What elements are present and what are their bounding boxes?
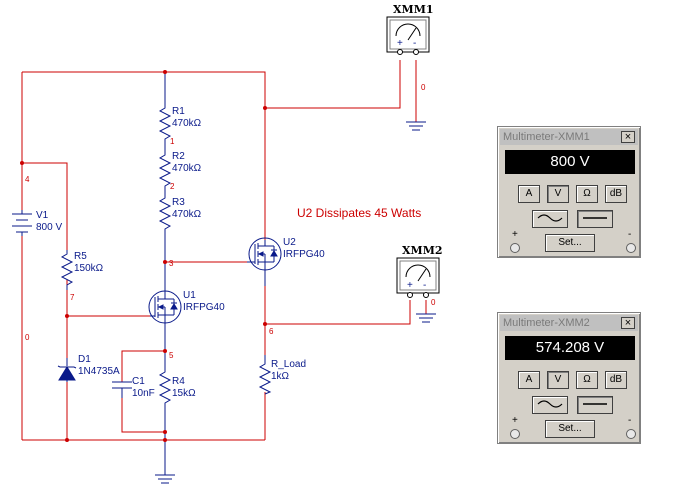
node-6-label: 6: [269, 327, 274, 336]
xmm1-plus-sign: +: [397, 38, 403, 49]
rload-value: 1kΩ: [271, 371, 290, 382]
r5-name: R5: [74, 251, 87, 262]
xmm2-label: XMM2: [402, 244, 443, 257]
plus-terminal-label: +: [512, 415, 518, 426]
mode-a-button[interactable]: A: [518, 371, 540, 389]
ac-wave-button[interactable]: [532, 210, 568, 228]
node-7-label: 7: [70, 293, 75, 302]
node-0-label-left: 0: [25, 333, 30, 342]
minus-terminal-label: -: [628, 415, 632, 426]
r3-value: 470kΩ: [172, 209, 202, 220]
dc-line-icon: [583, 403, 607, 405]
mode-ohm-button[interactable]: Ω: [576, 185, 598, 203]
r2-value: 470kΩ: [172, 163, 202, 174]
mode-v-button[interactable]: V: [547, 185, 569, 203]
minus-terminal[interactable]: [626, 429, 636, 439]
r1-name: R1: [172, 106, 185, 117]
node-0-label-xmm2: 0: [431, 298, 436, 307]
set-button[interactable]: Set...: [545, 420, 595, 438]
node-4-label: 4: [25, 175, 30, 184]
d1-value: 1N4735A: [78, 366, 120, 377]
mode-v-button[interactable]: V: [547, 371, 569, 389]
xmm1-label: XMM1: [393, 3, 434, 16]
set-button[interactable]: Set...: [545, 234, 595, 252]
dissipation-note: U2 Dissipates 45 Watts: [297, 206, 421, 220]
c1-name: C1: [132, 376, 145, 387]
xmm1-instrument[interactable]: XMM1 + -: [386, 3, 434, 55]
dc-line-icon: [583, 217, 607, 219]
c1-value: 10nF: [132, 388, 155, 399]
d1-name: D1: [78, 354, 91, 365]
u1-value: IRFPG40: [183, 302, 225, 313]
multimeter-xmm1-panel[interactable]: Multimeter-XMM1 × 800 V A V Ω dB Set... …: [497, 126, 641, 258]
xmm2-instrument[interactable]: XMM2 + -: [396, 244, 443, 298]
rload-name: R_Load: [271, 359, 306, 370]
node-2-label: 2: [170, 182, 175, 191]
sine-wave-icon: [537, 400, 563, 408]
xmm1-minus-sign: -: [413, 38, 416, 49]
plus-terminal[interactable]: [510, 243, 520, 253]
xmm2-plus-sign: +: [407, 280, 413, 291]
r4-value: 15kΩ: [172, 388, 196, 399]
mode-db-button[interactable]: dB: [605, 371, 627, 389]
v1-name: V1: [36, 210, 49, 221]
plus-terminal[interactable]: [510, 429, 520, 439]
r1-value: 470kΩ: [172, 118, 202, 129]
node-1-label: 1: [170, 137, 175, 146]
xmm2-minus-sign: -: [423, 280, 426, 291]
v1-value: 800 V: [36, 222, 62, 233]
mode-ohm-button[interactable]: Ω: [576, 371, 598, 389]
close-icon[interactable]: ×: [621, 317, 635, 329]
plus-terminal-label: +: [512, 229, 518, 240]
close-icon[interactable]: ×: [621, 131, 635, 143]
mode-db-button[interactable]: dB: [605, 185, 627, 203]
multimeter-xmm2-panel[interactable]: Multimeter-XMM2 × 574.208 V A V Ω dB Set…: [497, 312, 641, 444]
multimeter-xmm2-display: 574.208 V: [505, 336, 635, 360]
u2-name: U2: [283, 237, 296, 248]
mode-a-button[interactable]: A: [518, 185, 540, 203]
multimeter-xmm2-title[interactable]: Multimeter-XMM2: [500, 315, 638, 331]
multimeter-xmm1-display: 800 V: [505, 150, 635, 174]
u2-value: IRFPG40: [283, 249, 325, 260]
dc-line-button[interactable]: [577, 210, 613, 228]
minus-terminal-label: -: [628, 229, 632, 240]
r3-name: R3: [172, 197, 185, 208]
sine-wave-icon: [537, 214, 563, 222]
r5-value: 150kΩ: [74, 263, 104, 274]
multimeter-xmm1-title[interactable]: Multimeter-XMM1: [500, 129, 638, 145]
minus-terminal[interactable]: [626, 243, 636, 253]
ac-wave-button[interactable]: [532, 396, 568, 414]
node-3-label: 3: [169, 259, 174, 268]
dc-line-button[interactable]: [577, 396, 613, 414]
r2-name: R2: [172, 151, 185, 162]
node-5-label: 5: [169, 351, 174, 360]
node-0-label-xmm1: 0: [421, 83, 426, 92]
u1-name: U1: [183, 290, 196, 301]
r4-name: R4: [172, 376, 185, 387]
